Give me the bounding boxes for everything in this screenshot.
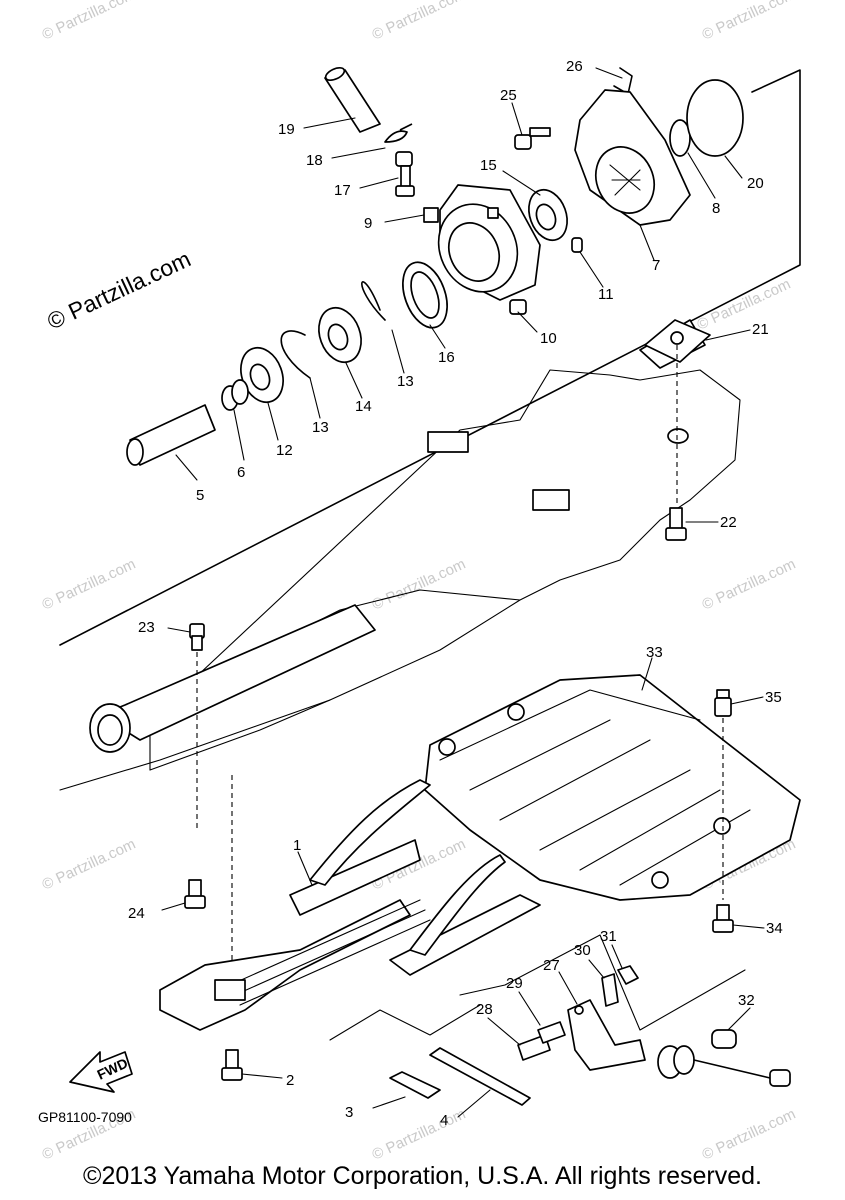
callout-34: 34 bbox=[766, 920, 783, 937]
copyright-notice: ©2013 Yamaha Motor Corporation, U.S.A. A… bbox=[83, 1162, 762, 1190]
cable-connector bbox=[657, 1045, 791, 1087]
part-22-bolt bbox=[665, 507, 687, 541]
fin-plate bbox=[389, 894, 541, 976]
callout-31: 31 bbox=[600, 928, 617, 945]
callout-21: 21 bbox=[752, 321, 769, 338]
part-8-o-ring bbox=[669, 119, 691, 157]
callout-3: 3 bbox=[345, 1104, 353, 1121]
callout-6: 6 bbox=[237, 464, 245, 481]
part-11-pin bbox=[571, 237, 583, 253]
part-18-clip bbox=[384, 123, 413, 143]
fin-blade bbox=[409, 854, 506, 956]
part-4-strip bbox=[429, 1047, 531, 1106]
callout-numbers: 1 2 3 4 5 6 7 8 9 10 11 12 13 13 14 15 1… bbox=[128, 58, 783, 1129]
svg-text:© Partzilla.com: © Partzilla.com bbox=[370, 0, 469, 44]
part-23-bolt bbox=[189, 623, 205, 651]
callout-30: 30 bbox=[574, 942, 591, 959]
part-17-bolt bbox=[395, 151, 415, 197]
part-19-pin bbox=[324, 66, 381, 133]
part-2-bolt bbox=[221, 1049, 243, 1081]
callout-23: 23 bbox=[138, 619, 155, 636]
svg-text:© Partzilla.com: © Partzilla.com bbox=[700, 556, 799, 614]
part-32-sleeve bbox=[711, 1029, 737, 1049]
callout-11: 11 bbox=[598, 286, 614, 303]
diagram-code: GP81100-7090 bbox=[38, 1109, 132, 1125]
part-5-coupler-shaft bbox=[126, 404, 216, 466]
watermark-layer: © Partzilla.com © Partzilla.com © Partzi… bbox=[40, 0, 799, 1164]
svg-text:© Partzilla.com: © Partzilla.com bbox=[40, 0, 139, 44]
callout-8: 8 bbox=[712, 200, 720, 217]
callout-28: 28 bbox=[476, 1001, 493, 1018]
part-9-nut bbox=[423, 207, 439, 223]
callout-26: 26 bbox=[566, 58, 583, 75]
svg-text:© Partzilla.com: © Partzilla.com bbox=[700, 1106, 799, 1164]
part-35-bolt bbox=[714, 689, 732, 717]
svg-text:© Partzilla.com: © Partzilla.com bbox=[40, 836, 139, 894]
callout-16: 16 bbox=[438, 349, 455, 366]
callout-9: 9 bbox=[364, 215, 372, 232]
lower-frame bbox=[459, 934, 746, 1031]
part-33-ride-plate bbox=[424, 674, 801, 901]
part-14-bearing bbox=[318, 306, 362, 364]
part-16-ring bbox=[402, 261, 448, 329]
part-27-bracket bbox=[567, 999, 646, 1071]
part-30-rod bbox=[601, 973, 619, 1007]
callout-17: 17 bbox=[334, 182, 351, 199]
svg-text:© Partzilla.com: © Partzilla.com bbox=[695, 276, 794, 334]
callout-10: 10 bbox=[540, 330, 557, 347]
callout-2: 2 bbox=[286, 1072, 294, 1089]
callout-19: 19 bbox=[278, 121, 295, 138]
pump-housing bbox=[437, 184, 541, 301]
callout-22: 22 bbox=[720, 514, 737, 531]
part-25-bolt bbox=[514, 127, 551, 150]
callout-29: 29 bbox=[506, 975, 523, 992]
fwd-arrow-icon: FWD bbox=[69, 1051, 133, 1093]
callout-13a: 13 bbox=[397, 373, 414, 390]
callout-15: 15 bbox=[480, 157, 497, 174]
callout-33: 33 bbox=[646, 644, 663, 661]
watermark-main: © Partzilla.com bbox=[43, 245, 194, 334]
callout-5: 5 bbox=[196, 487, 204, 504]
callout-35: 35 bbox=[765, 689, 782, 706]
svg-text:© Partzilla.com: © Partzilla.com bbox=[700, 0, 799, 44]
callout-14: 14 bbox=[355, 398, 372, 415]
part-29-link bbox=[537, 1021, 566, 1044]
part-21-plate bbox=[644, 319, 711, 363]
svg-text:© Partzilla.com: © Partzilla.com bbox=[370, 1106, 469, 1164]
part-15-bearing bbox=[528, 188, 568, 242]
upper-frame bbox=[59, 69, 801, 646]
svg-text:© Partzilla.com: © Partzilla.com bbox=[40, 556, 139, 614]
part-12-bearing bbox=[240, 346, 284, 404]
svg-text:© Partzilla.com: © Partzilla.com bbox=[370, 556, 469, 614]
part-10-bolt bbox=[509, 299, 527, 315]
part-31-nut bbox=[617, 965, 639, 985]
part-1-intake-grate bbox=[159, 779, 431, 1031]
part-24-bolt bbox=[184, 879, 206, 909]
callout-25: 25 bbox=[500, 87, 517, 104]
part-3-pad bbox=[389, 1071, 441, 1099]
callout-24: 24 bbox=[128, 905, 145, 922]
part-13-circlip-b bbox=[280, 330, 311, 379]
leader-lines bbox=[161, 67, 765, 1118]
callout-7: 7 bbox=[652, 257, 660, 274]
callout-12: 12 bbox=[276, 442, 293, 459]
part-34-bolt bbox=[712, 904, 734, 933]
callout-18: 18 bbox=[306, 152, 323, 169]
hull-intake-duct bbox=[59, 319, 741, 791]
part-13-circlip-a bbox=[361, 281, 386, 321]
callout-20: 20 bbox=[747, 175, 764, 192]
part-7-cover bbox=[574, 89, 691, 226]
part-20-o-ring bbox=[686, 79, 744, 157]
callout-13b: 13 bbox=[312, 419, 329, 436]
part-26-clip bbox=[613, 67, 633, 95]
callout-32: 32 bbox=[738, 992, 755, 1009]
part-6-o-ring-b bbox=[231, 379, 249, 405]
callout-27: 27 bbox=[543, 957, 560, 974]
callout-4: 4 bbox=[440, 1112, 448, 1129]
callout-1: 1 bbox=[293, 837, 301, 854]
